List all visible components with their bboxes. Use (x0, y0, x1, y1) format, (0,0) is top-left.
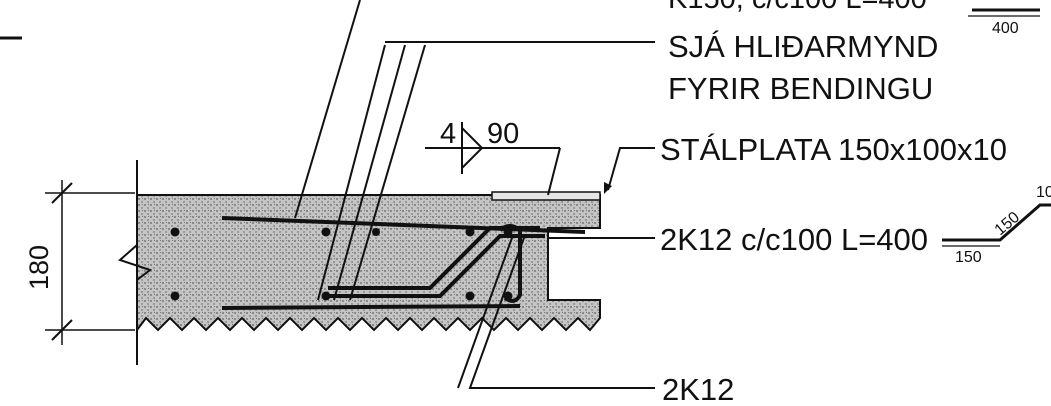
concrete-slab-section (136, 194, 601, 333)
slab-break-line (118, 160, 153, 365)
label-hlidarmynd-line2: FYRIR BENDINGU (668, 71, 933, 106)
sketch-partial-10: 10 (1036, 184, 1051, 201)
leader-top-partial (294, 0, 361, 219)
weld-length-label: 90 (487, 118, 519, 150)
leader-bar-a (317, 44, 386, 301)
bending-sketch-mid (942, 203, 1051, 247)
label-2k12: 2K12 (662, 372, 734, 406)
sketch-diag-150: 150 (992, 209, 1023, 239)
bending-sketch-top (968, 8, 1040, 17)
slab-thickness-label: 180 (24, 245, 54, 290)
cranked-bar-2 (328, 234, 545, 298)
weld-symbol (425, 122, 561, 196)
steel-plate (491, 191, 601, 201)
sketch-top-400: 400 (992, 20, 1019, 37)
label-hlidarmynd-line1: SJÁ HLIÐARMYND (668, 29, 938, 64)
label-2k12-cc: 2K12 c/c100 L=400 (660, 222, 928, 257)
hooked-bar (498, 224, 522, 303)
leader-bar-c (349, 44, 426, 301)
leader-bar-b (333, 44, 406, 301)
leader-stalplata (607, 147, 655, 191)
leader-2k12-b (457, 234, 514, 389)
bottom-straight-bar (221, 304, 521, 310)
leader-2k12 (468, 234, 655, 389)
leader-stalplata-arrow (604, 182, 612, 194)
weld-size-label: 4 (440, 118, 456, 150)
label-stalplata: STÁLPLATA 150x100x10 (660, 132, 1007, 167)
thickness-dimension (45, 180, 135, 345)
label-top-partial: K150, c/c100 L=400 (668, 0, 927, 15)
bar-dots (170, 227, 513, 301)
sketch-leg-150: 150 (955, 249, 982, 266)
